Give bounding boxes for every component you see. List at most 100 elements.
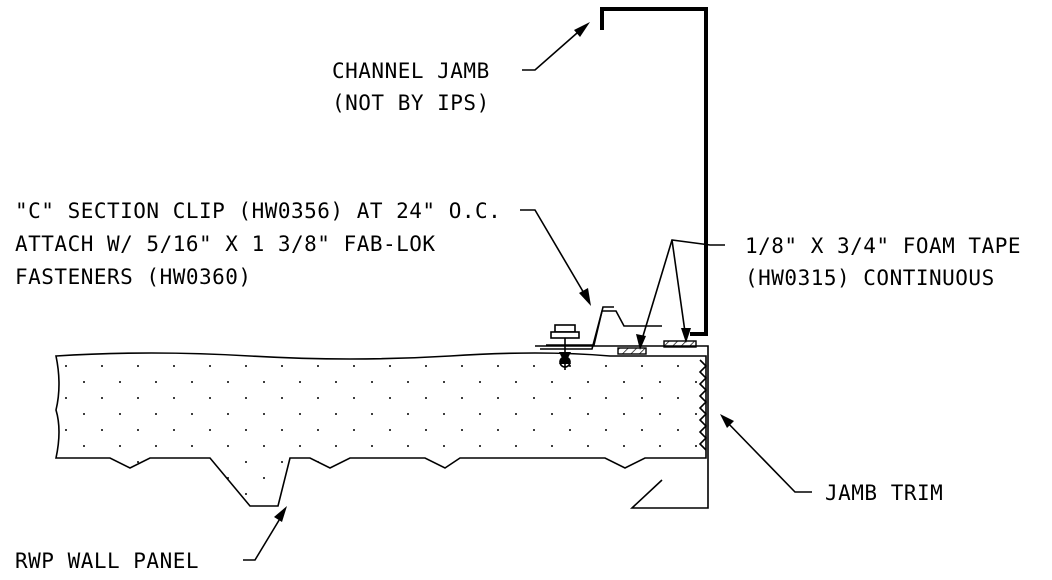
insulation-dot — [389, 493, 391, 495]
insulation-dot — [461, 365, 463, 367]
insulation-dot — [389, 429, 391, 431]
insulation-dot — [605, 429, 607, 431]
insulation-dot — [65, 365, 67, 367]
insulation-dot — [389, 397, 391, 399]
leader-foam-tape — [636, 239, 725, 350]
insulation-dot — [119, 413, 121, 415]
leader-wall-panel — [243, 506, 287, 561]
leader-channel-jamb — [522, 22, 590, 71]
insulation-dot — [623, 381, 625, 383]
insulation-dot — [101, 397, 103, 399]
insulation-dot — [497, 493, 499, 495]
insulation-dot — [677, 365, 679, 367]
insulation-dot — [443, 445, 445, 447]
insulation-dot — [569, 397, 571, 399]
insulation-dot — [515, 381, 517, 383]
insulation-dot — [299, 413, 301, 415]
svg-text:JAMB TRIM: JAMB TRIM — [825, 481, 943, 505]
insulation-dot — [335, 445, 337, 447]
insulation-dot — [533, 461, 535, 463]
svg-text:CHANNEL JAMB: CHANNEL JAMB — [332, 59, 490, 83]
insulation-dot — [497, 429, 499, 431]
insulation-dot — [227, 381, 229, 383]
insulation-dot — [695, 445, 697, 447]
insulation-dot — [119, 445, 121, 447]
insulation-dot — [317, 365, 319, 367]
svg-text:"C" SECTION CLIP (HW0356) AT 2: "C" SECTION CLIP (HW0356) AT 24" O.C. — [15, 199, 501, 223]
label-wall-panel: RWP WALL PANEL — [15, 549, 199, 573]
insulation-dot — [281, 397, 283, 399]
insulation-dot — [353, 365, 355, 367]
insulation-dot — [209, 493, 211, 495]
insulation-dot — [587, 445, 589, 447]
insulation-dot — [677, 461, 679, 463]
insulation-dot — [155, 477, 157, 479]
insulation-dot — [497, 461, 499, 463]
insulation-dot — [155, 413, 157, 415]
insulation-dot — [695, 477, 697, 479]
panel-insulation-dots — [65, 365, 697, 495]
insulation-dot — [533, 365, 535, 367]
insulation-dot — [461, 493, 463, 495]
insulation-dot — [137, 461, 139, 463]
insulation-dot — [299, 381, 301, 383]
insulation-dot — [65, 429, 67, 431]
insulation-dot — [83, 445, 85, 447]
insulation-dot — [317, 397, 319, 399]
insulation-dot — [83, 381, 85, 383]
insulation-dot — [425, 493, 427, 495]
jamb-trim — [535, 345, 709, 509]
insulation-dot — [371, 477, 373, 479]
leader-jamb-trim — [720, 414, 812, 493]
insulation-dot — [677, 397, 679, 399]
insulation-dot — [101, 493, 103, 495]
insulation-dot — [245, 461, 247, 463]
label-jamb-trim: JAMB TRIM — [825, 481, 943, 505]
insulation-dot — [425, 461, 427, 463]
insulation-dot — [407, 445, 409, 447]
insulation-dot — [299, 445, 301, 447]
insulation-dot — [641, 461, 643, 463]
insulation-dot — [605, 493, 607, 495]
insulation-dot — [587, 477, 589, 479]
insulation-dot — [119, 477, 121, 479]
insulation-dot — [497, 365, 499, 367]
insulation-dot — [623, 413, 625, 415]
insulation-dot — [101, 365, 103, 367]
insulation-dot — [641, 493, 643, 495]
insulation-dot — [677, 429, 679, 431]
insulation-dot — [263, 413, 265, 415]
insulation-dot — [695, 413, 697, 415]
insulation-dot — [569, 493, 571, 495]
insulation-dot — [65, 493, 67, 495]
insulation-dot — [227, 477, 229, 479]
insulation-dot — [515, 413, 517, 415]
insulation-dot — [173, 397, 175, 399]
insulation-dot — [407, 413, 409, 415]
insulation-dot — [551, 413, 553, 415]
insulation-dot — [209, 365, 211, 367]
insulation-dot — [137, 365, 139, 367]
insulation-dot — [461, 397, 463, 399]
insulation-dot — [659, 477, 661, 479]
insulation-dot — [389, 461, 391, 463]
insulation-dot — [533, 493, 535, 495]
insulation-dot — [533, 397, 535, 399]
rwp-wall-panel — [55, 352, 708, 507]
insulation-dot — [191, 413, 193, 415]
insulation-dot — [677, 493, 679, 495]
insulation-dot — [659, 413, 661, 415]
insulation-dot — [641, 397, 643, 399]
insulation-dot — [137, 429, 139, 431]
insulation-dot — [83, 477, 85, 479]
insulation-dot — [173, 365, 175, 367]
leader-c-section-clip — [520, 209, 591, 306]
insulation-dot — [263, 477, 265, 479]
insulation-dot — [119, 381, 121, 383]
insulation-dot — [641, 429, 643, 431]
insulation-dot — [101, 461, 103, 463]
svg-text:1/8" X 3/4" FOAM TAPE: 1/8" X 3/4" FOAM TAPE — [745, 234, 1021, 258]
insulation-dot — [245, 429, 247, 431]
insulation-dot — [641, 365, 643, 367]
insulation-dot — [281, 429, 283, 431]
